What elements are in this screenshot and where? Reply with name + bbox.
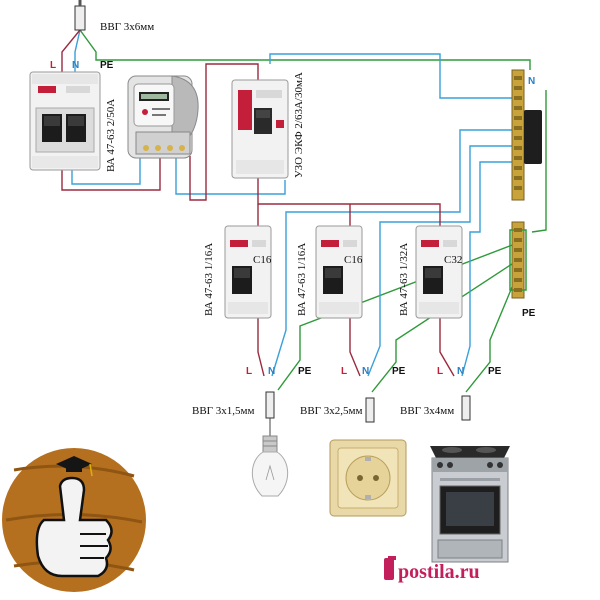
bulb-icon	[251, 418, 289, 497]
cable-end-1	[265, 391, 275, 419]
pe-lamp-wire	[277, 243, 516, 391]
cable-3-label: ВВГ 3х4мм	[400, 405, 454, 417]
branch3-l-letter: L	[437, 366, 443, 377]
postila-watermark	[384, 556, 396, 580]
input-n-letter: N	[72, 60, 79, 71]
pe-main-wire	[79, 29, 531, 70]
branch3-pe-letter: PE	[488, 366, 502, 377]
ground-bus	[509, 221, 527, 299]
breaker-2	[315, 225, 363, 319]
rcd-device	[231, 79, 289, 179]
n-rcd-bus-wire	[269, 53, 520, 99]
ground-bus-label: PE	[522, 308, 536, 319]
stove-icon	[430, 446, 510, 563]
branch2-l-letter: L	[341, 366, 347, 377]
branch1-l-letter: L	[246, 366, 252, 377]
main-breaker-label: ВА 47-63 2/50А	[105, 99, 117, 172]
n-lamp-wire	[271, 129, 520, 377]
neutral-bus	[511, 69, 542, 201]
branch1-pe-letter: PE	[298, 366, 312, 377]
pe-bus-link-wire	[531, 90, 547, 233]
breaker-3	[415, 225, 463, 319]
l-socket-wire	[349, 318, 361, 377]
n-meter-in-wire	[71, 156, 141, 185]
branch2-n-letter: N	[362, 366, 369, 377]
n-in-wire	[74, 29, 81, 72]
electricity-meter	[127, 75, 199, 159]
l-meter-out-wire	[189, 63, 259, 201]
n-meter-out-wire	[175, 156, 286, 195]
input-cable	[74, 0, 86, 31]
l-rcd-bus-wire	[257, 178, 441, 226]
rcd-label: УЗО ЭКФ 2/63А/30мА	[293, 72, 305, 178]
watermark-text: postila.ru	[398, 561, 480, 583]
cable-end-2	[365, 397, 375, 423]
neutral-bus-label: N	[528, 76, 535, 87]
n-stove-wire	[461, 161, 520, 377]
input-l-letter: L	[50, 60, 56, 71]
branch1-n-letter: N	[268, 366, 275, 377]
branch3-n-letter: N	[457, 366, 464, 377]
socket-icon	[329, 439, 407, 517]
l-stove-wire	[439, 318, 455, 377]
breaker-2-rating: С16	[344, 254, 363, 266]
main-breaker	[29, 71, 101, 171]
l-meter-in-wire	[61, 156, 161, 191]
input-pe-letter: PE	[100, 60, 114, 71]
breaker-3-rating: С32	[444, 254, 462, 266]
branch2-pe-letter: PE	[392, 366, 406, 377]
pe-stove-wire	[465, 279, 516, 393]
cable-end-3	[461, 395, 471, 421]
breaker-1-label: ВА 47-63 1/16А	[203, 243, 215, 316]
thumbs-up-logo	[2, 448, 146, 592]
wires	[61, 29, 547, 393]
breaker-3-label: ВА 47-63 1/32А	[398, 243, 410, 316]
breaker-1	[224, 225, 272, 319]
l-lamp-wire	[257, 318, 265, 377]
n-socket-wire	[367, 145, 520, 377]
l-in-wire	[61, 29, 81, 72]
breaker-2-label: ВА 47-63 1/16А	[296, 243, 308, 316]
cable-2-label: ВВГ 3х2,5мм	[300, 405, 362, 417]
input-cable-label: ВВГ 3х6мм	[100, 21, 154, 33]
cable-1-label: ВВГ 3х1,5мм	[192, 405, 254, 417]
breaker-1-rating: С16	[253, 254, 272, 266]
